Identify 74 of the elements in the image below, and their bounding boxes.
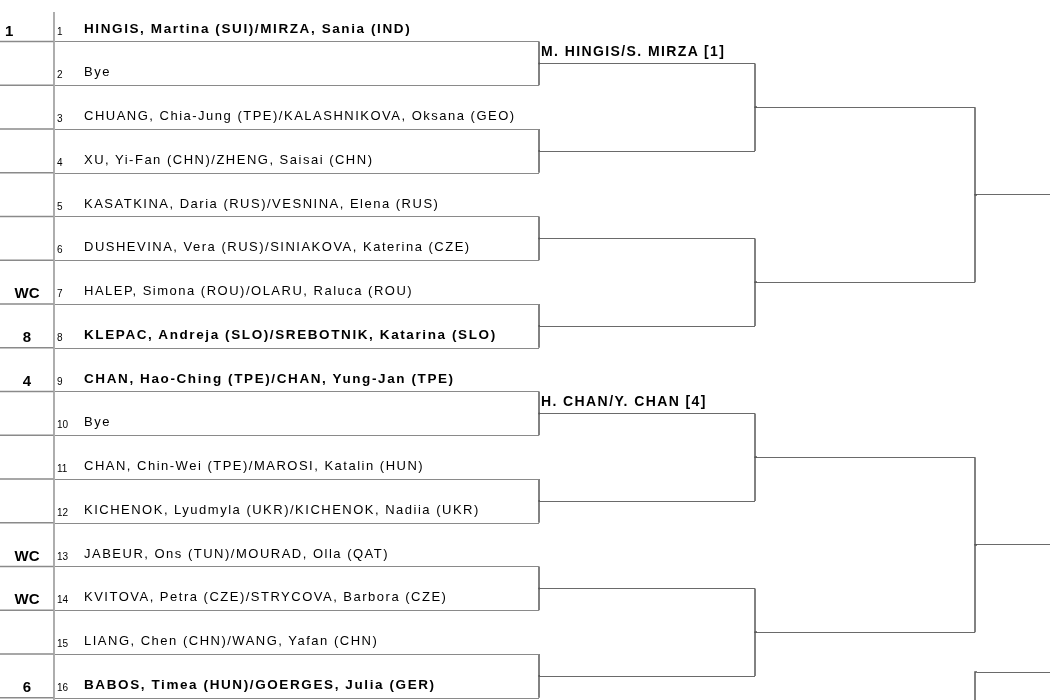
- seed-label: WC: [13, 285, 41, 301]
- draw-position-number: 4: [57, 156, 63, 169]
- draw-position-number: 15: [57, 638, 69, 650]
- bracket-connector: [538, 587, 541, 611]
- bracket-connector: [974, 456, 978, 546]
- seed-label: WC: [13, 591, 41, 608]
- draw-position-number: 9: [57, 375, 63, 388]
- bracket-connector: [754, 587, 758, 633]
- bracket-connector: [538, 40, 541, 65]
- bracket-connector: [538, 675, 541, 699]
- bracket-connector: [974, 106, 978, 196]
- bracket-connector: [538, 565, 541, 590]
- team-names: CHAN, Chin-Wei (TPE)/MAROSI, Katalin (HUN): [84, 458, 425, 474]
- bracket-connector: [754, 106, 758, 152]
- team-names: XU, Yi-Fan (CHN)/ZHENG, Saisai (CHN): [84, 151, 374, 168]
- bracket-connector: [974, 543, 978, 633]
- seed-label: 6: [21, 678, 33, 695]
- bracket-slot: [540, 587, 755, 590]
- team-names: LIANG, Chen (CHN)/WANG, Yafan (CHN): [84, 633, 379, 649]
- bracket-connector: [754, 237, 758, 283]
- seed-label: 4: [21, 372, 33, 389]
- draw-position-number: 10: [57, 419, 69, 432]
- bracket-connector: [754, 412, 758, 458]
- bracket-connector: [538, 390, 541, 415]
- team-names: JABEUR, Ons (TUN)/MOURAD, Olla (QAT): [84, 545, 390, 562]
- bracket-connector: [538, 128, 541, 152]
- team-names: Bye: [84, 64, 111, 81]
- draw-position-number: 13: [57, 550, 69, 563]
- team-names: CHAN, Hao-Ching (TPE)/CHAN, Yung-Jan (TPE): [84, 370, 455, 387]
- draw-position-number: 3: [57, 113, 63, 125]
- team-names: CHUANG, Chia-Jung (TPE)/KALASHNIKOVA, Oksana (GEO): [84, 108, 516, 124]
- draw-position-number: 14: [57, 594, 69, 607]
- team-names: KASATKINA, Daria (RUS)/VESNINA, Elena (RUS): [84, 195, 440, 212]
- winner-names: H. CHAN/Y. CHAN [4]: [541, 393, 707, 410]
- team-names: HINGIS, Martina (SUI)/MIRZA, Sania (IND): [84, 20, 412, 37]
- bracket-connector: [538, 325, 541, 349]
- bracket-connector: [538, 150, 541, 174]
- bracket-connector: [754, 631, 758, 677]
- team-names: KLEPAC, Andreja (SLO)/SREBOTNIK, Katarina (SLO): [84, 326, 497, 343]
- draw-position-number: 6: [57, 244, 63, 257]
- team-names: HALEP, Simona (ROU)/OLARU, Raluca (ROU): [84, 283, 414, 299]
- draw-position-number: 1: [57, 25, 63, 38]
- bracket-connector: [538, 303, 541, 327]
- bracket-connector: [538, 62, 541, 86]
- bracket-connector: [538, 215, 541, 240]
- bracket-slot: [540, 237, 755, 240]
- draw-position-number: 16: [57, 681, 69, 694]
- draw-position-number: 7: [57, 288, 63, 300]
- bracket-connector: [538, 500, 541, 524]
- draw-position-number: 2: [57, 69, 63, 82]
- team-names: Bye: [84, 414, 111, 431]
- team-names: BABOS, Timea (HUN)/GOERGES, Julia (GER): [84, 676, 436, 693]
- team-names: DUSHEVINA, Vera (RUS)/SINIAKOVA, Katerina (CZE): [84, 239, 471, 256]
- bracket-connector: [974, 671, 978, 700]
- bracket-connector: [754, 62, 758, 108]
- bracket-connector: [538, 237, 541, 261]
- bracket-connector: [754, 456, 758, 502]
- bracket-slot: [977, 193, 1050, 196]
- bracket-connector: [538, 412, 541, 436]
- seed-label: 8: [21, 328, 33, 345]
- seed-label: WC: [13, 547, 41, 564]
- bracket-connector: [974, 193, 978, 283]
- team-names: KVITOVA, Petra (CZE)/STRYCOVA, Barbora (CZE): [84, 589, 448, 606]
- draw-position-number: 5: [57, 200, 63, 213]
- draw-position-number: 8: [57, 331, 63, 344]
- bracket-connector: [754, 281, 758, 327]
- bracket-connector: [538, 478, 541, 502]
- draw-position-number: 12: [57, 506, 69, 519]
- bracket-connector: [538, 653, 541, 677]
- team-names: KICHENOK, Lyudmyla (UKR)/KICHENOK, Nadiia (UKR): [84, 501, 480, 518]
- seed-label: 1: [5, 22, 14, 39]
- draw-position-number: 11: [57, 463, 68, 475]
- winner-names: M. HINGIS/S. MIRZA [1]: [541, 43, 726, 60]
- bracket-slot: [977, 543, 1050, 546]
